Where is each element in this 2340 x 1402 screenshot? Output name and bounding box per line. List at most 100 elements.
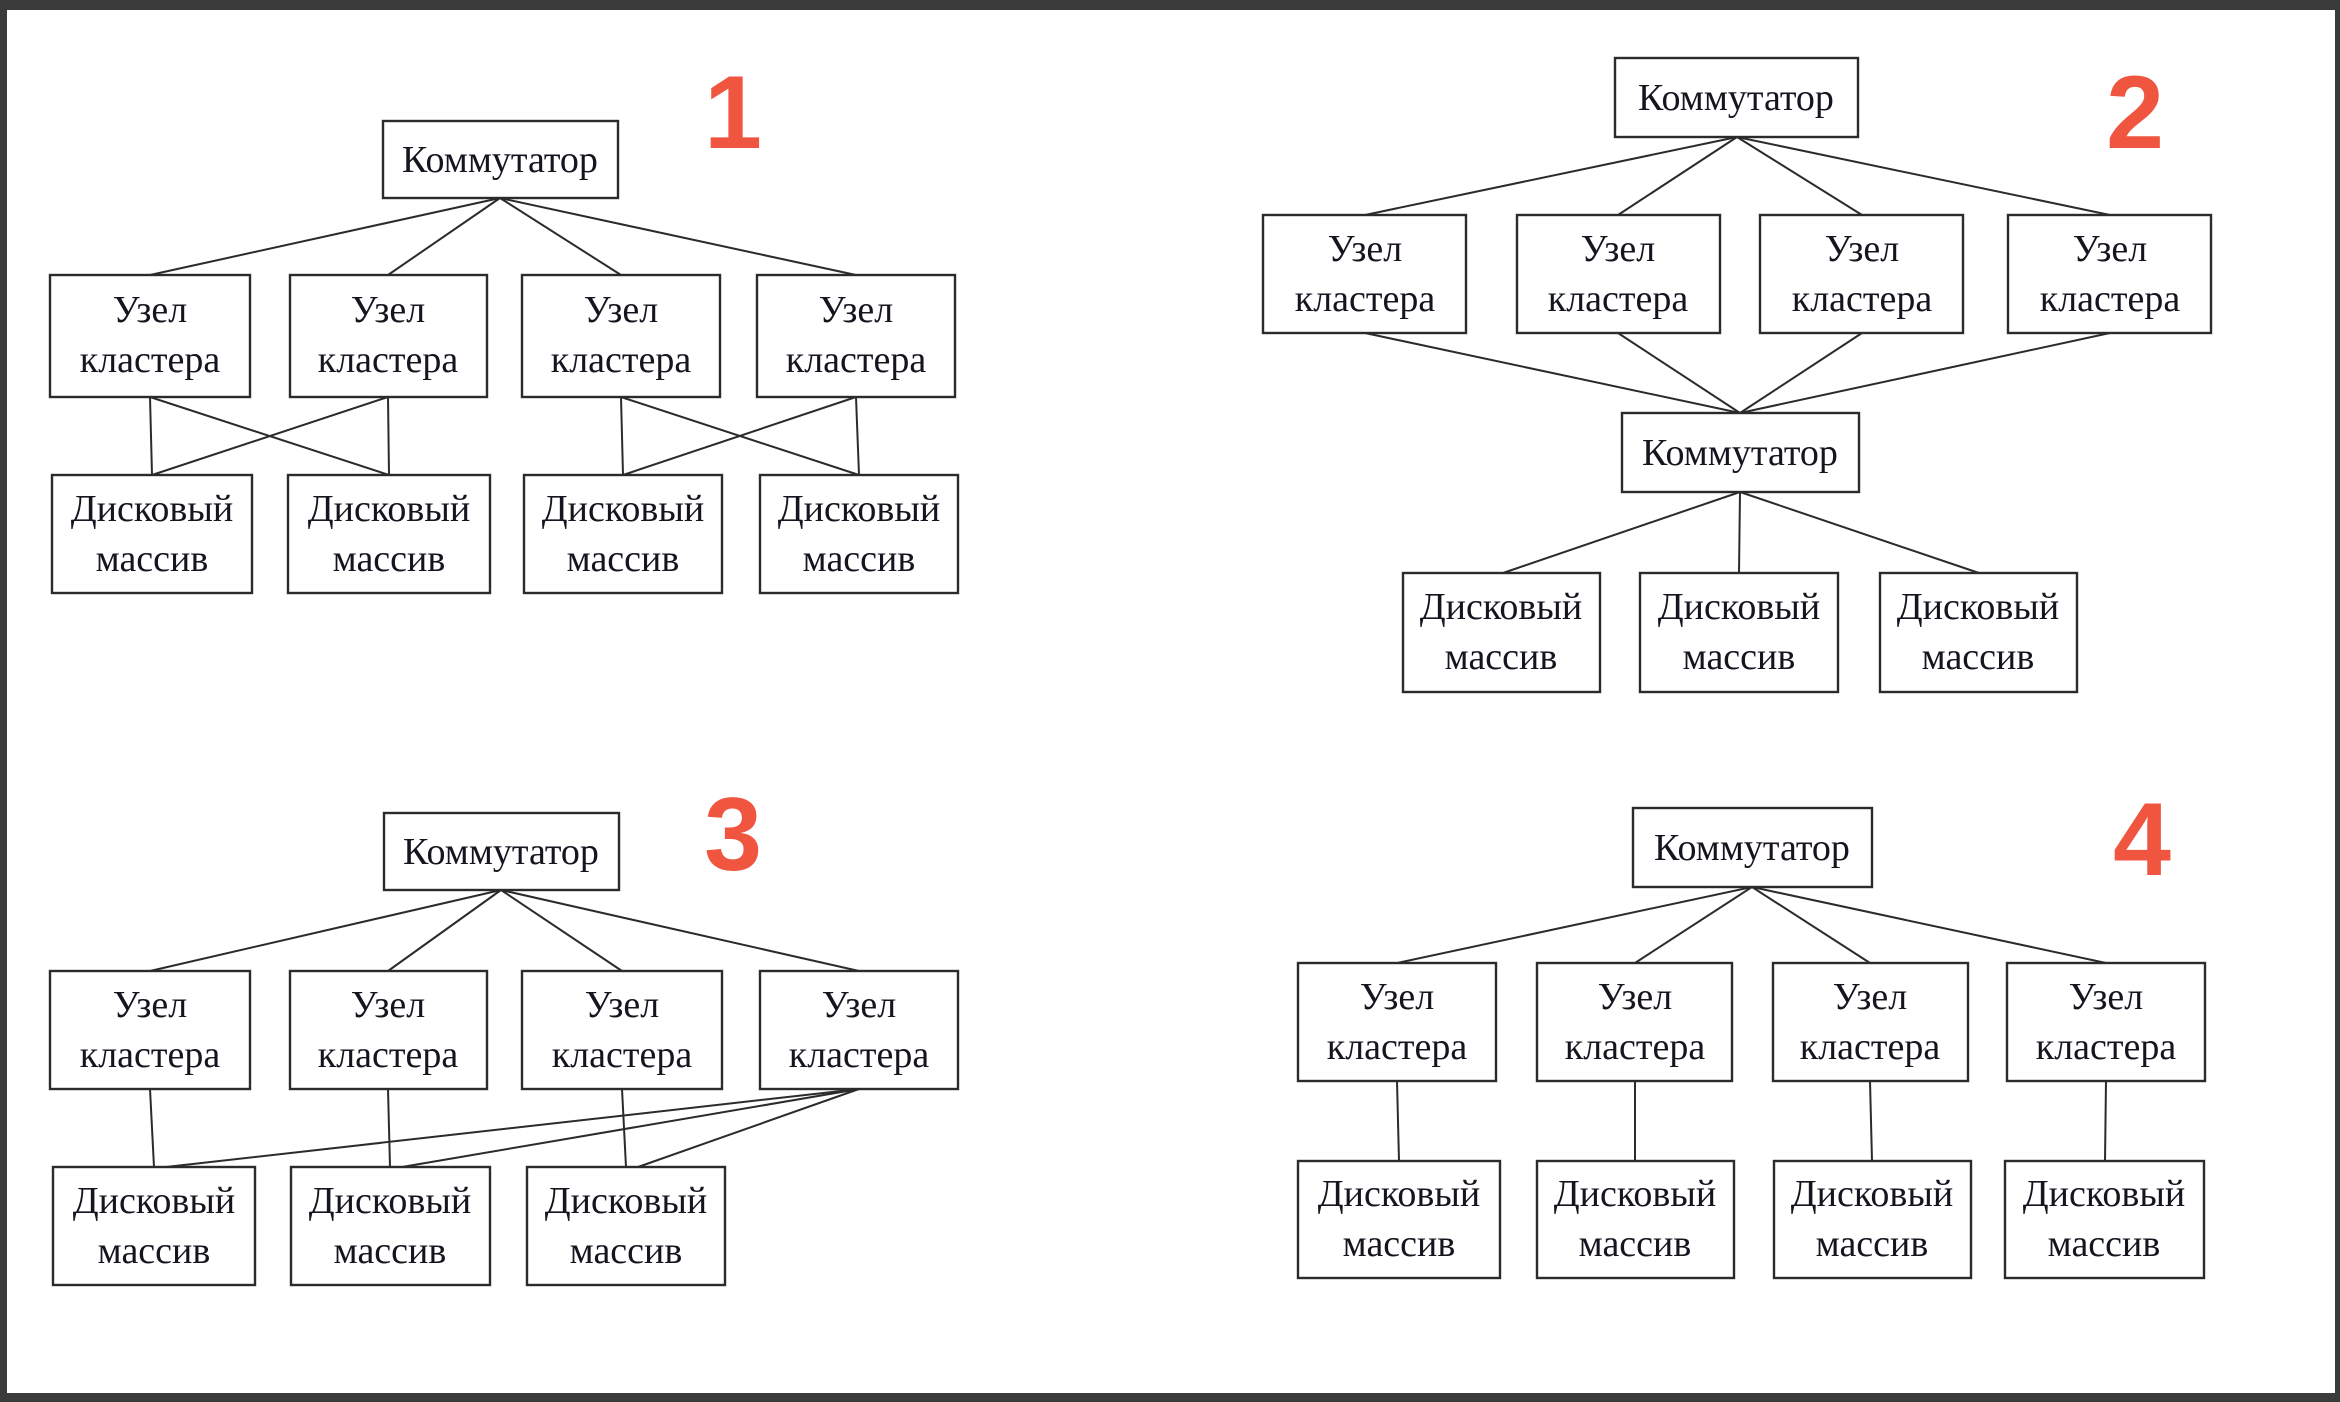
connection-line [499, 197, 622, 276]
connection-line [1739, 332, 1863, 414]
connection-line [1617, 332, 1741, 414]
disk-array-box [51, 1165, 257, 1287]
connection-line [1617, 136, 1738, 216]
connection-line [855, 396, 860, 476]
switch-box [382, 811, 621, 892]
connection-line [620, 396, 624, 476]
cluster-node-box [1771, 961, 1970, 1083]
connection-line [500, 889, 860, 972]
connection-line [622, 396, 857, 476]
cluster-node-box [2006, 213, 2213, 335]
cluster-node-box [48, 273, 252, 399]
connection-line [1738, 491, 1741, 574]
frame-left [0, 0, 7, 1402]
connection-line [1751, 886, 1871, 964]
switch-box [1613, 56, 1860, 139]
connection-line [1502, 491, 1741, 574]
connection-line [1739, 491, 1980, 574]
switch-label: Коммутатор [402, 139, 598, 181]
connection-line [401, 1088, 860, 1168]
connection-line [1634, 886, 1753, 964]
diagram-number: 1 [704, 55, 762, 171]
disk-array-box [1772, 1159, 1973, 1280]
connection-line [1736, 136, 2111, 216]
switch-box [1631, 806, 1874, 889]
switch-label: Коммутатор [1642, 432, 1838, 474]
disk-array-box [525, 1165, 727, 1287]
cluster-node-box [520, 273, 722, 399]
disk-array-box [1638, 571, 1840, 694]
connection-line [149, 889, 502, 972]
disk-array-box [286, 473, 492, 595]
cluster-node-box [288, 273, 489, 399]
connection-line [1364, 332, 1741, 414]
cluster-node-box [758, 969, 960, 1091]
cluster-node-box [1261, 213, 1468, 335]
diagram-number: 3 [704, 777, 762, 893]
connection-line [387, 197, 501, 276]
diagram-number: 2 [2106, 55, 2164, 171]
disk-array-box [289, 1165, 492, 1287]
connection-line [149, 396, 153, 476]
switch-box [381, 119, 620, 200]
cluster-node-box [2005, 961, 2207, 1083]
connection-line [1396, 886, 1753, 964]
connection-line [621, 1088, 627, 1168]
connection-line [1739, 332, 2111, 414]
cluster-node-box [1535, 961, 1734, 1083]
connection-line [1364, 136, 1738, 216]
connection-line [387, 396, 390, 476]
disk-array-box [522, 473, 724, 595]
disk-array-box [50, 473, 254, 595]
connection-line [387, 1088, 391, 1168]
connection-line [1396, 1080, 1400, 1162]
connection-line [151, 396, 389, 476]
switch-label: Коммутатор [403, 831, 599, 873]
connection-line [387, 889, 502, 972]
cluster-node-box [755, 273, 957, 399]
connection-line [500, 889, 623, 972]
connection-line [1751, 886, 2107, 964]
frame-bottom [0, 1393, 2340, 1402]
switch-label: Коммутатор [1638, 77, 1834, 119]
connection-line [637, 1088, 860, 1168]
cluster-node-box [1758, 213, 1965, 335]
disk-array-box [758, 473, 960, 595]
cluster-node-box [48, 969, 252, 1091]
connection-line [1736, 136, 1863, 216]
connection-line [1869, 1080, 1873, 1162]
cluster-node-box [1515, 213, 1722, 335]
disk-array-box [2003, 1159, 2206, 1280]
cluster-node-box [1296, 961, 1498, 1083]
frame-top [0, 0, 2340, 10]
disk-array-box [1296, 1159, 1502, 1280]
